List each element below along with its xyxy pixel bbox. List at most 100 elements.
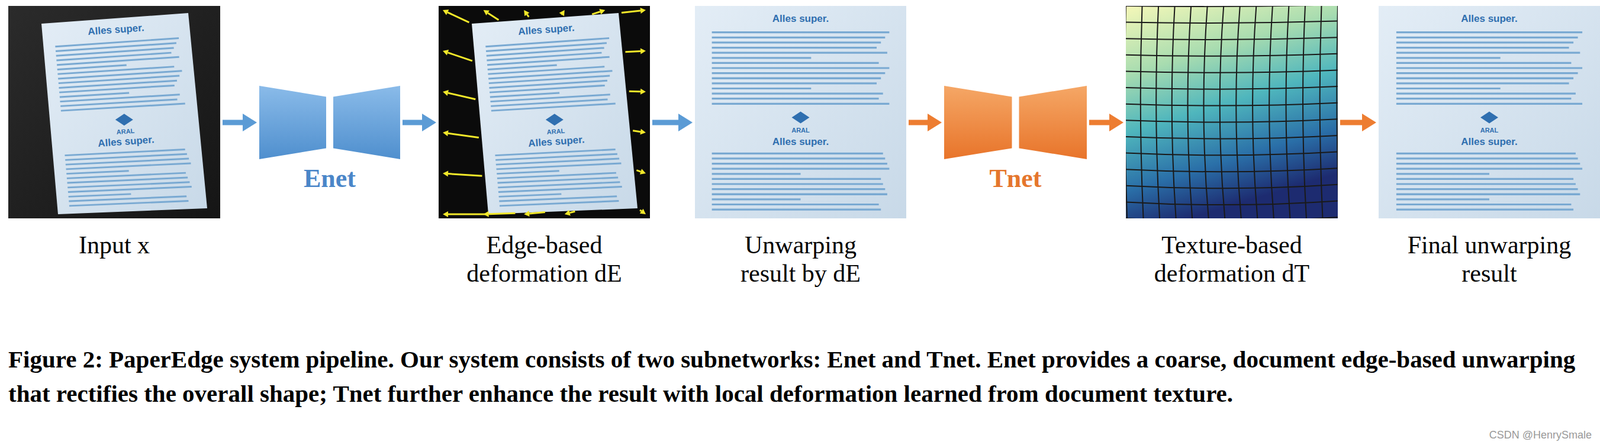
image-panel: Unwarping result by dE: [694, 5, 907, 219]
text-line: [712, 66, 890, 69]
text-line: [57, 65, 175, 75]
grid-line: [1125, 102, 1338, 106]
arrow-head: [242, 113, 257, 132]
grid-line: [1252, 5, 1258, 219]
text-line: [1396, 172, 1490, 175]
flow-arrow: [402, 113, 437, 132]
grid-line: [1125, 69, 1338, 73]
text-line: [712, 152, 884, 155]
input-photo-ground: [8, 5, 221, 219]
text-line: [486, 46, 605, 57]
edge-arrow-head: [599, 8, 605, 15]
grid-line: [1125, 184, 1338, 189]
document-picture: [694, 5, 907, 219]
text-line: [712, 193, 888, 196]
image-panel: Input x: [8, 5, 221, 219]
paper-sheet: [41, 13, 208, 215]
edge-arrow-shaft: [488, 213, 516, 215]
text-line: [1396, 31, 1583, 34]
edge-arrow-head: [483, 10, 490, 16]
text-line: [56, 52, 172, 62]
text-line: [712, 178, 882, 180]
grid-line: [1156, 5, 1160, 219]
logo-diamond: [792, 111, 810, 124]
grid-line: [1125, 118, 1338, 122]
text-line: [1396, 97, 1572, 100]
image-panel: Final unwarping result: [1378, 5, 1600, 219]
network-outline: [944, 85, 1087, 160]
edge-arrow-head: [442, 211, 449, 218]
edge-arrows: [442, 7, 646, 218]
decoder-shape: [1019, 85, 1088, 160]
panel-label: Texture-based deformation dT: [1137, 230, 1327, 288]
text-line: [712, 82, 877, 85]
text-line: [1396, 157, 1579, 160]
text-line: [496, 162, 621, 170]
text-line: [712, 208, 882, 211]
text-line: [60, 102, 186, 112]
grid-line: [1235, 5, 1241, 219]
text-line: [1396, 152, 1576, 155]
edge-arrow-shaft: [448, 92, 476, 100]
text-line: [1396, 182, 1576, 185]
grid-line: [1125, 200, 1338, 205]
text-line: [485, 42, 607, 53]
text-line: [1396, 77, 1574, 80]
text-line: [1396, 198, 1490, 201]
decoder-shape: [333, 85, 401, 160]
grid-line: [1125, 135, 1338, 140]
network-block: Tnet: [944, 85, 1087, 160]
text-line: [491, 102, 616, 112]
text-line: [712, 41, 882, 44]
text-line: [496, 169, 560, 175]
text-line: [489, 84, 605, 94]
text-line: [1396, 178, 1574, 180]
text-line: [69, 200, 189, 207]
text-line: [57, 63, 127, 71]
network-outline: [259, 85, 401, 160]
text-line: [712, 102, 890, 105]
edge-arrow-head: [442, 89, 449, 96]
grid-line: [1125, 152, 1338, 156]
edge-arrow-head: [442, 49, 449, 56]
text-line: [1396, 208, 1574, 211]
text-line: [58, 69, 183, 80]
flow-arrow: [222, 113, 257, 132]
document-text: Alles super.: [528, 134, 586, 150]
text-line: [712, 87, 812, 90]
logo-diamond: [545, 113, 564, 126]
document-pictures: [41, 5, 1600, 219]
panel-label: Final unwarping result: [1394, 230, 1585, 288]
document-picture: [471, 13, 638, 215]
edge-arrow-shaft: [632, 130, 641, 133]
text-line: [487, 56, 610, 67]
text-line: [488, 79, 608, 89]
edge-arrow-shaft: [447, 12, 469, 23]
edge-arrow-shaft: [448, 133, 479, 138]
edge-arrow-head: [523, 10, 530, 16]
network-block: Enet: [259, 85, 401, 160]
text-line: [1396, 46, 1570, 49]
document-picture: [1378, 5, 1600, 219]
document-text: ARAL: [116, 127, 135, 136]
edge-arrow-head: [442, 130, 449, 137]
document-picture: [41, 13, 208, 215]
arrow-shaft: [222, 120, 244, 126]
edge-arrow-shaft: [526, 14, 529, 17]
flow-arrow: [1340, 113, 1377, 132]
document-text: Alles super.: [1460, 13, 1518, 25]
text-line: [488, 69, 613, 80]
arrow-head: [422, 113, 437, 132]
edge-arrow-head: [559, 10, 565, 16]
text-line: [1396, 66, 1583, 69]
grid-line: [1125, 86, 1338, 90]
text-line: [712, 198, 801, 201]
text-line: [56, 46, 175, 57]
text-line: [712, 203, 880, 206]
text-line: [1396, 193, 1580, 196]
logo-diamond: [1480, 111, 1499, 124]
text-line: [1396, 52, 1580, 54]
edge-arrow-head: [639, 168, 646, 175]
text-line: [712, 62, 880, 64]
edge-arrow-head: [640, 7, 647, 14]
